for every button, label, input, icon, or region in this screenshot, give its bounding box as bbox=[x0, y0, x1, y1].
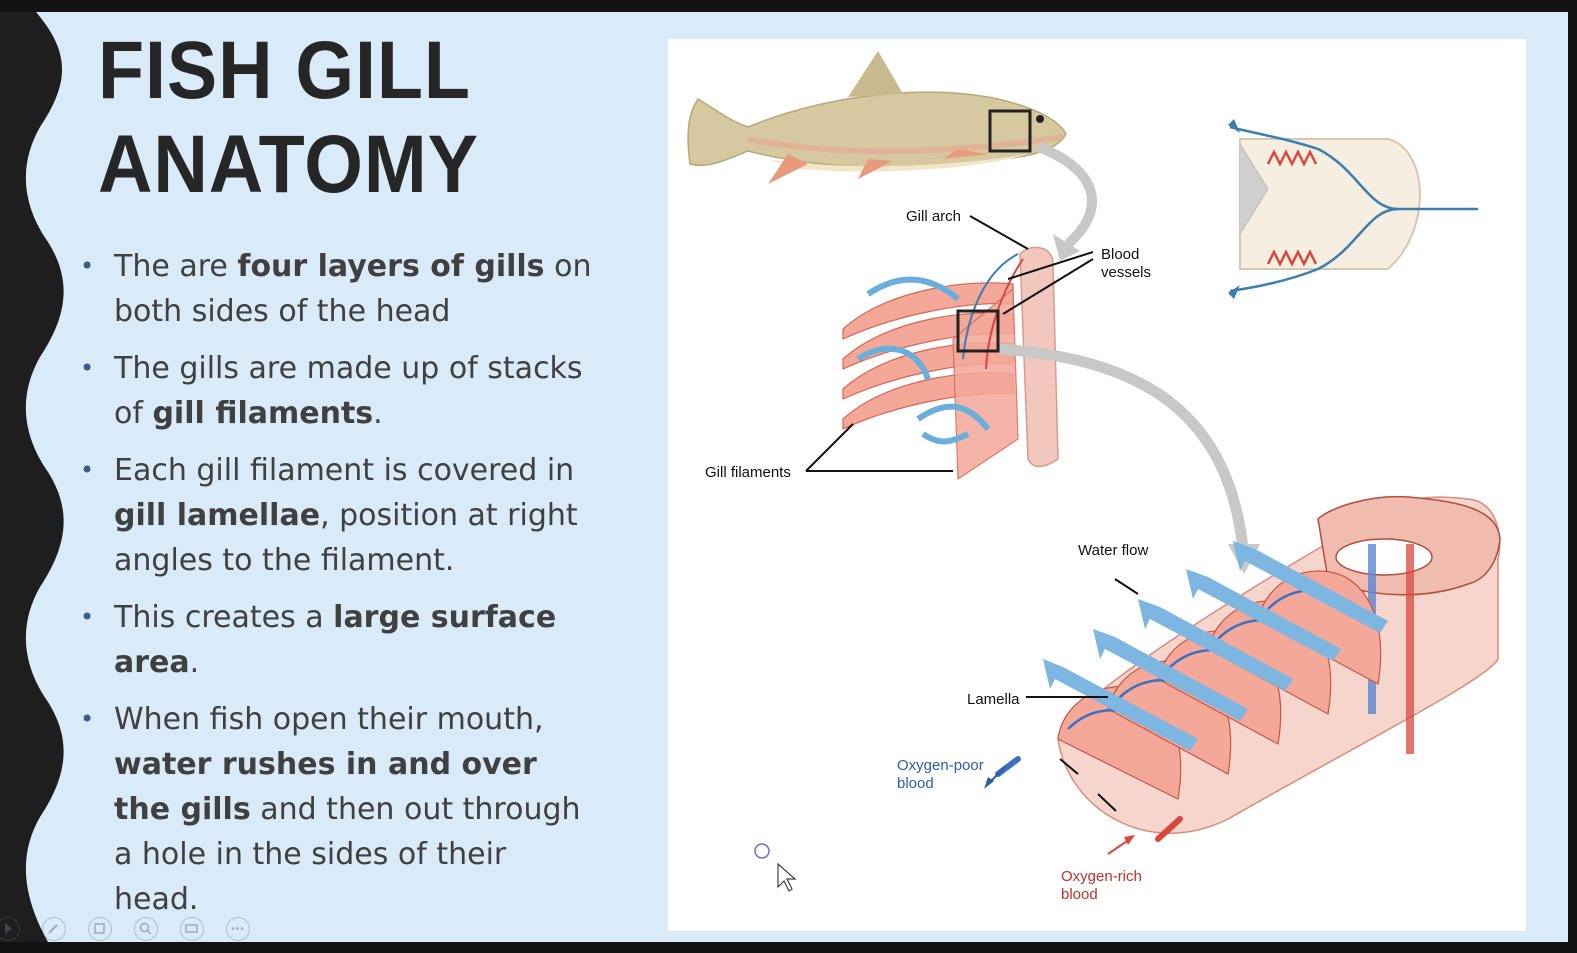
slides-icon[interactable] bbox=[88, 917, 112, 941]
bullet-text: The gills are made up of stacks of bbox=[114, 351, 583, 431]
laser-pointer-indicator bbox=[754, 843, 770, 859]
bullet-item: This creates a large surface area. bbox=[80, 595, 600, 685]
bullet-text: The are bbox=[114, 249, 238, 284]
bullet-text: This creates a bbox=[114, 600, 334, 635]
mouse-cursor-icon bbox=[777, 862, 797, 892]
play-icon[interactable] bbox=[0, 917, 20, 941]
bullet-text: Each gill filament is covered in bbox=[114, 453, 575, 488]
label-oxygen-poor-line2: blood bbox=[897, 775, 934, 792]
label-oxygen-rich-line2: blood bbox=[1061, 886, 1098, 903]
more-icon[interactable] bbox=[226, 917, 250, 941]
bullet-emphasis: large surface area bbox=[114, 600, 557, 680]
bullet-item: Each gill filament is covered in gill la… bbox=[80, 448, 600, 583]
bullet-text: , position at right angles to the filame… bbox=[114, 498, 578, 578]
bullet-text: . bbox=[373, 396, 383, 431]
gill-arch-illustration bbox=[842, 246, 1059, 481]
label-water-flow: Water flow bbox=[1078, 542, 1148, 559]
label-lamella: Lamella bbox=[967, 691, 1020, 708]
bullet-text: on both sides of the head bbox=[114, 249, 592, 329]
bullet-item: The gills are made up of stacks of gill … bbox=[80, 346, 600, 436]
zoom-arrow-1 bbox=[1036, 142, 1097, 248]
bullet-emphasis: gill filaments bbox=[152, 396, 374, 431]
title-line-2: ANATOMY bbox=[98, 119, 479, 210]
label-gill-filaments: Gill filaments bbox=[705, 464, 791, 481]
bullet-text: . bbox=[189, 645, 200, 680]
fish-illustration bbox=[687, 51, 1067, 184]
title-line-1: FISH GILL bbox=[98, 25, 471, 116]
slide-title: FISH GILL ANATOMY bbox=[98, 24, 479, 212]
bullet-item: When fish open their mouth, water rushes… bbox=[80, 697, 600, 922]
label-blood-vessels-line1: Blood bbox=[1101, 246, 1139, 263]
zoom-arrow-2 bbox=[999, 343, 1249, 550]
slide-canvas: FISH GILL ANATOMY The are four layers of… bbox=[0, 12, 1568, 942]
label-blood-vessels-line2: vessels bbox=[1101, 264, 1151, 281]
label-gill-arch: Gill arch bbox=[906, 208, 961, 225]
bullet-emphasis: four layers of gills bbox=[237, 249, 545, 284]
pen-icon[interactable] bbox=[42, 917, 66, 941]
gill-diagram: Gill arch Blood vessels Gill filaments W… bbox=[668, 39, 1526, 931]
head-cross-section bbox=[1228, 119, 1478, 299]
label-leaders bbox=[805, 215, 1139, 698]
subtitles-icon[interactable] bbox=[180, 917, 204, 941]
presenter-toolbar bbox=[0, 917, 260, 942]
bullet-item: The are four layers of gills on both sid… bbox=[80, 244, 600, 334]
zoom-icon[interactable] bbox=[134, 917, 158, 941]
bullet-text: When fish open their mouth, bbox=[114, 702, 544, 737]
decorative-wave-border bbox=[0, 12, 64, 942]
bullet-emphasis: gill lamellae bbox=[114, 498, 321, 533]
bullet-emphasis: water rushes in and over the gills bbox=[114, 747, 537, 827]
label-oxygen-rich-line1: Oxygen-rich bbox=[1061, 868, 1142, 885]
bullet-list: The are four layers of gills on both sid… bbox=[80, 244, 600, 934]
lamellae-illustration bbox=[995, 495, 1501, 842]
label-oxygen-poor-line1: Oxygen-poor bbox=[897, 757, 984, 774]
bullet-text: and then out through a hole in the sides… bbox=[114, 792, 581, 917]
